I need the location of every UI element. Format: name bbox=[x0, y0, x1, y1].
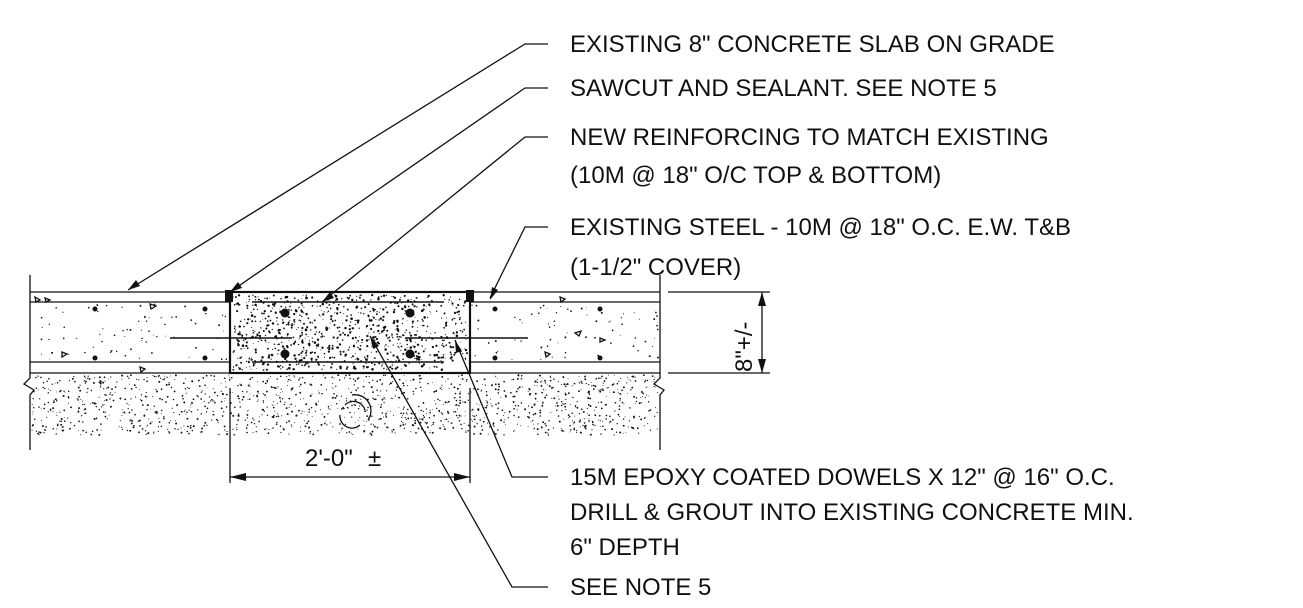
note-dowels-line3: 6" DEPTH bbox=[570, 534, 680, 561]
note-existing-steel-line1: EXISTING STEEL - 10M @ 18" O.C. E.W. T&B bbox=[570, 214, 1071, 241]
width-dimension-text: 2'-0" bbox=[305, 445, 353, 472]
leader-see-note bbox=[369, 335, 548, 588]
leader-lines bbox=[127, 43, 548, 588]
leader-sawcut bbox=[229, 87, 548, 293]
sealant-right bbox=[466, 290, 474, 302]
depth-dimension-text: 8"+/- bbox=[731, 321, 758, 372]
leader-slab bbox=[127, 43, 548, 291]
subgrade-soil bbox=[31, 374, 658, 436]
leader-reinforcing bbox=[321, 136, 548, 303]
existing-slab-aggregate bbox=[40, 303, 659, 361]
note-see-note-5: SEE NOTE 5 bbox=[570, 574, 711, 601]
note-existing-steel-line2: (1-1/2" COVER) bbox=[570, 254, 741, 281]
callout-notes: EXISTING 8" CONCRETE SLAB ON GRADE SAWCU… bbox=[570, 31, 1134, 601]
note-dowels-line2: DRILL & GROUT INTO EXISTING CONCRETE MIN… bbox=[570, 499, 1134, 526]
note-new-reinforcing-line1: NEW REINFORCING TO MATCH EXISTING bbox=[570, 124, 1049, 151]
width-dimension: 2'-0" ± bbox=[229, 388, 471, 483]
compaction-symbol bbox=[339, 394, 372, 429]
new-reinforcing bbox=[252, 301, 444, 363]
note-existing-slab: EXISTING 8" CONCRETE SLAB ON GRADE bbox=[570, 31, 1055, 58]
leader-steel bbox=[489, 226, 548, 299]
existing-steel bbox=[34, 295, 607, 374]
note-dowels-line1: 15M EPOXY COATED DOWELS X 12" @ 16" O.C. bbox=[570, 464, 1115, 491]
leader-dowels bbox=[454, 339, 548, 478]
depth-dimension: 8"+/- bbox=[668, 291, 770, 374]
sealant-left bbox=[225, 290, 233, 302]
plus-minus-symbol: ± bbox=[368, 445, 381, 472]
note-new-reinforcing-line2: (10M @ 18" O/C TOP & BOTTOM) bbox=[570, 162, 941, 189]
note-sawcut-sealant: SAWCUT AND SEALANT. SEE NOTE 5 bbox=[570, 75, 997, 102]
